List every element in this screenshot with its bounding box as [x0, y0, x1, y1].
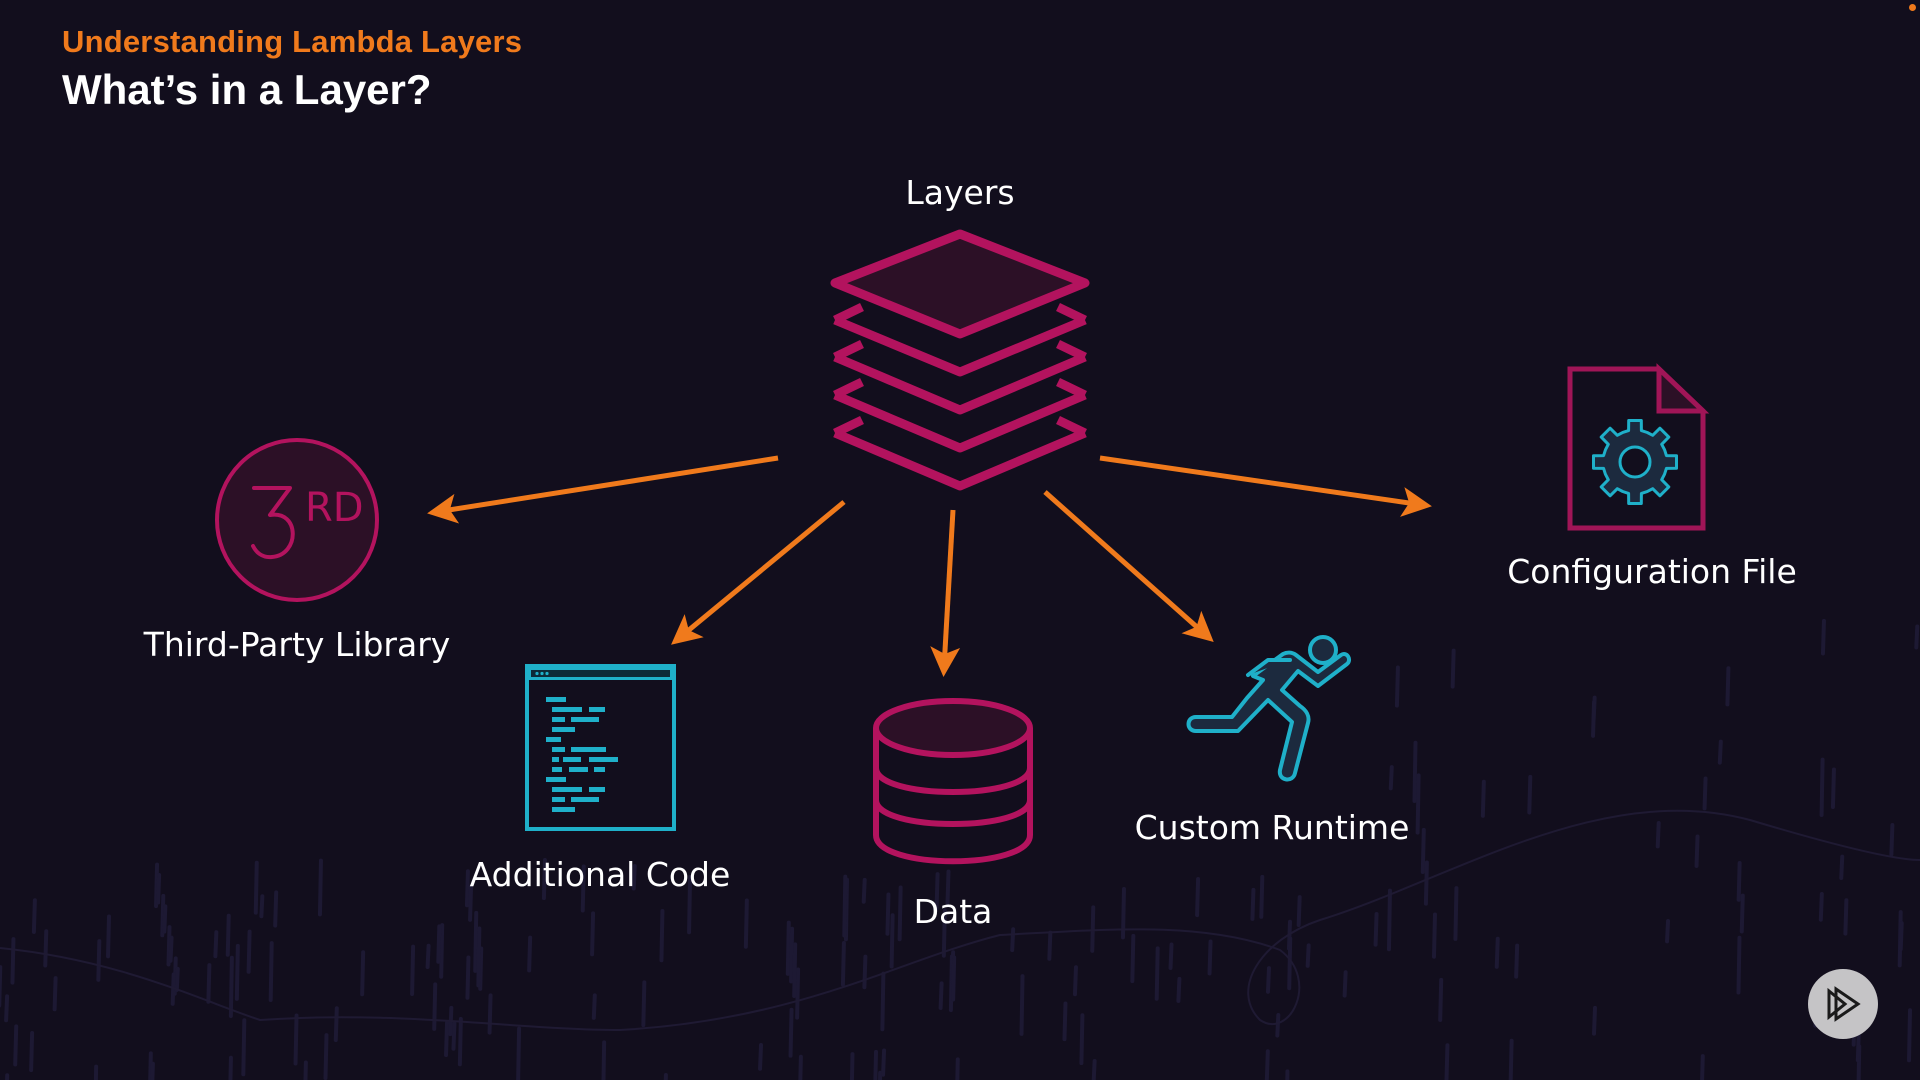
- code-line: [552, 787, 582, 792]
- configuration-file-label: Configuration File: [1507, 552, 1797, 591]
- code-line: [594, 767, 605, 772]
- arrow-to-third-party: [427, 455, 779, 524]
- third-party-library-label: Third-Party Library: [143, 625, 451, 664]
- code-line: [546, 737, 561, 742]
- code-line: [546, 697, 566, 702]
- third-party-3rd-icon: RD: [215, 438, 379, 602]
- code-line: [552, 717, 565, 722]
- layers-stack-icon: [830, 229, 1090, 491]
- code-line: [563, 757, 581, 762]
- code-line: [569, 767, 588, 772]
- code-line: [552, 727, 575, 732]
- gear-hole: [1618, 445, 1652, 479]
- arrow-to-config-file: [1099, 455, 1432, 517]
- data-label: Data: [913, 892, 993, 931]
- code-line: [571, 717, 599, 722]
- additional-code-label: Additional Code: [469, 855, 731, 894]
- code-line: [552, 747, 565, 752]
- layers-label: Layers: [905, 173, 1015, 212]
- section-title: Understanding Lambda Layers: [62, 24, 523, 59]
- code-line: [571, 747, 606, 752]
- code-line: [589, 707, 605, 712]
- play-logo-icon: [1827, 986, 1861, 1022]
- slide-title: What’s in a Layer?: [62, 66, 432, 113]
- arrow-to-data: [930, 509, 961, 677]
- code-line: [571, 797, 599, 802]
- code-window-icon: [525, 664, 676, 831]
- arrow-to-additional-code: [671, 500, 846, 645]
- play-logo-button[interactable]: [1808, 969, 1878, 1039]
- third-party-icon-text: RD: [305, 485, 364, 531]
- config-file-gear-icon: [1567, 363, 1710, 531]
- code-line: [552, 767, 562, 772]
- code-line: [589, 787, 605, 792]
- arrow-to-custom-runtime: [1043, 490, 1214, 642]
- code-line: [552, 707, 582, 712]
- code-line: [552, 797, 565, 802]
- code-line: [552, 807, 575, 812]
- code-line: [589, 757, 618, 762]
- code-line: [546, 777, 566, 782]
- corner-indicator-dot: [1909, 4, 1916, 11]
- running-person-icon: [1186, 635, 1352, 782]
- custom-runtime-label: Custom Runtime: [1134, 808, 1410, 847]
- database-icon: [873, 698, 1033, 865]
- code-line: [552, 757, 559, 762]
